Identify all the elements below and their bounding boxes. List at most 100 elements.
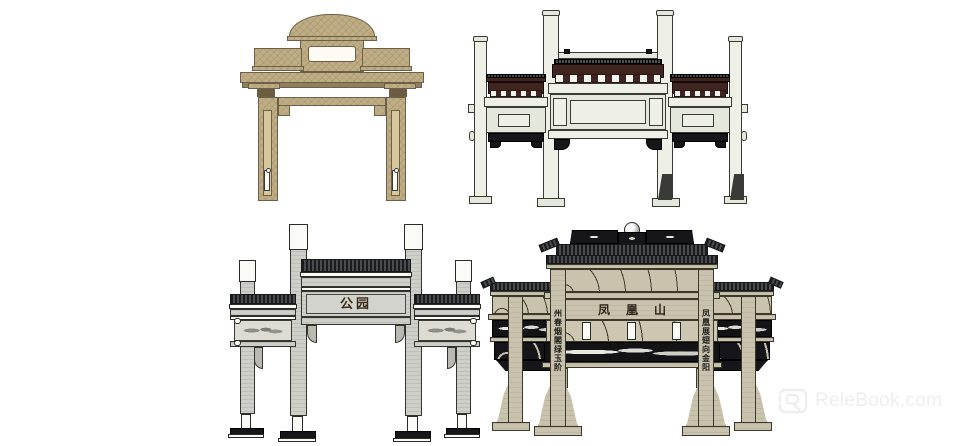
bl-left-roof-fascia [229, 304, 297, 309]
bl-center-lower-beam [301, 317, 411, 325]
watermark: ReleBook.com [778, 386, 942, 416]
bl-left-bracket [254, 347, 263, 369]
br-buttress-inner-right-b [713, 384, 726, 428]
second-tier-left-wing [254, 48, 302, 70]
br-center-post-b [627, 322, 636, 340]
br-ridge-plaque-right [646, 230, 694, 244]
center-dougong [555, 74, 661, 83]
bl-left-band [230, 316, 296, 320]
left-bay-corbel-b [531, 141, 542, 148]
pillar-left-inner-groove [263, 110, 272, 196]
bl-center-roof-fascia [300, 272, 412, 277]
right-bay-architrave [668, 97, 732, 107]
buttress-outer-right [730, 174, 744, 200]
architrave-shadow-band [242, 82, 422, 88]
center-ridge-knob-left [564, 49, 570, 54]
bl-left-panel-base [230, 341, 296, 347]
br-center-frieze-base [542, 362, 722, 368]
pillar-outer-right-cap [728, 36, 743, 42]
top-roof-board [289, 14, 375, 40]
br-pillar-inner-right [698, 269, 714, 429]
bl-base-outer-left [228, 414, 268, 438]
bl-lug-right-a [470, 318, 477, 324]
bl-right-bracket [447, 347, 456, 369]
corbel-right [389, 88, 407, 97]
br-title-plaque-bg: 凤凰山 [550, 299, 714, 320]
center-corbel-left [554, 139, 570, 150]
center-plaque [570, 100, 646, 124]
bl-base-outer-right [444, 414, 484, 438]
pillar-inner-right-cap [656, 10, 674, 16]
bl-left-roof [230, 294, 296, 304]
bl-right-carved-panel [418, 320, 476, 341]
opening-left-shoulder [278, 105, 290, 116]
left-bay-corbel-a [490, 141, 501, 148]
relebook-r-logo-icon [778, 386, 808, 416]
bl-lug-right-b [470, 340, 477, 346]
watermark-text: ReleBook.com [815, 390, 943, 411]
bl-pillar-inner-left-cap [289, 224, 308, 250]
br-pillar-outer-right [741, 296, 756, 424]
model-bottom-right: 凤凰山 州春烟閣绿玉阶 凤凰展翅向金阳 [480, 222, 784, 446]
bl-base-foot [278, 438, 316, 442]
bl-base-foot [228, 434, 264, 438]
br-title-plaque-text: 凤凰山 [597, 302, 682, 317]
br-buttress-outer-left [497, 382, 509, 424]
center-ridge-cap [558, 52, 658, 59]
left-bay-bracket-dark [488, 133, 544, 142]
left-bay-ridge-comb [486, 74, 546, 78]
bl-left-architrave [230, 309, 296, 316]
buttress-inner-right [658, 174, 672, 200]
bl-base-inner-right [393, 416, 435, 442]
second-tier-right-wing-lip [360, 66, 412, 71]
pillar-inner-left-base [537, 198, 565, 207]
center-plaque-side-right [649, 98, 663, 126]
bl-center-plaque: 公园 [306, 294, 406, 314]
pillar-inner-left-cap [542, 10, 560, 16]
br-center-post-c [672, 322, 681, 340]
right-bay-dougong [674, 90, 726, 97]
br-buttress-inner-right [686, 384, 699, 428]
bl-lug-left-a [234, 318, 241, 324]
pillar-lug-right-upper [741, 104, 748, 113]
second-tier-right-wing [362, 48, 410, 70]
second-tier-left-wing-lip [252, 66, 304, 71]
br-pillar-inner-left [550, 269, 566, 429]
scale-figure-right[interactable] [392, 168, 399, 191]
pillar-outer-left-base [469, 196, 492, 204]
left-bay-architrave [484, 97, 548, 107]
bl-pillar-inner-right-cap [404, 224, 423, 250]
bl-lug-left-b [234, 340, 241, 346]
right-bay-ridge-comb [670, 74, 730, 78]
center-ridge-knob-right [646, 49, 652, 54]
bl-center-architrave [301, 277, 411, 287]
pillar-lug-right-lower [741, 131, 747, 141]
bl-right-architrave [414, 309, 480, 316]
br-base-outer-left [492, 422, 530, 431]
model-bottom-left: 公园 [218, 218, 488, 446]
br-buttress-outer-right [755, 382, 767, 424]
pillar-right-inner-groove [391, 110, 400, 196]
bl-right-roof [414, 294, 480, 304]
corbel-left [257, 88, 275, 97]
bl-center-plaque-text: 公园 [339, 296, 372, 312]
br-center-roof-lower [546, 255, 718, 264]
right-bay-corbel-b [715, 141, 726, 148]
br-center-arcade-base [544, 292, 720, 299]
bl-right-roof-fascia [413, 304, 481, 309]
left-bay-plaque [498, 114, 530, 127]
bl-base-foot [393, 438, 431, 442]
bl-left-carved-panel [234, 320, 292, 341]
pillar-lug-left-upper [468, 104, 475, 113]
scale-figure-left[interactable] [264, 168, 271, 191]
center-plaque-text [571, 101, 645, 123]
model-top-left [232, 12, 432, 202]
br-base-inner-right [682, 426, 730, 436]
br-center-roof-fascia [546, 264, 718, 269]
plaque-text [309, 47, 355, 61]
corbel-right-wing [384, 83, 416, 89]
right-bay-plaque [682, 114, 714, 127]
bl-right-band [414, 316, 480, 320]
bl-center-roof [301, 259, 411, 272]
